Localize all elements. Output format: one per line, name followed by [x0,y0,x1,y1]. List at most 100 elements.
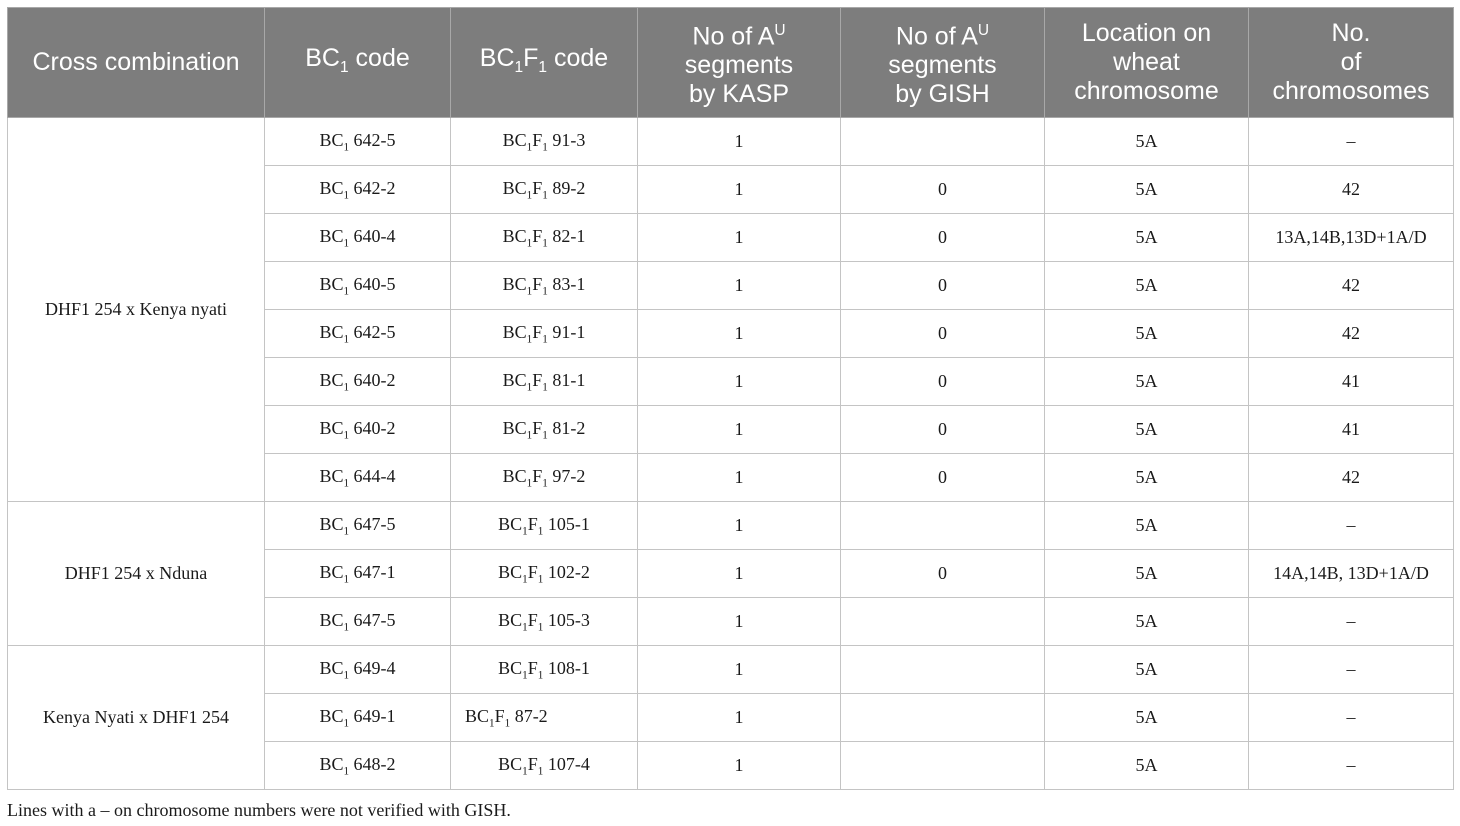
bc1f1-code-cell: BC1F1 82-1 [450,213,638,262]
gish-segments-cell: 0 [840,261,1045,310]
header-text: BC [479,43,515,72]
gish-segments-cell [840,645,1045,694]
f-prefix: F [532,129,543,150]
table-footnote: Lines with a – on chromosome numbers wer… [7,800,511,820]
chromosome-count-cell: 13A,14B,13D+1A/D [1248,213,1454,262]
bc1-code-value: 644-4 [353,465,396,486]
bc1-code-cell: BC1 647-5 [264,501,451,550]
gish-segments-cell: 0 [840,453,1045,502]
bc1f1-code-cell: BC1F1 81-2 [450,405,638,454]
bc-prefix: BC [319,321,344,342]
subscript: 1 [542,333,548,346]
bc1f1-code-value: 97-2 [552,465,586,486]
subscript: 1 [526,237,533,250]
bc1-code-cell: BC1 648-2 [264,741,451,790]
chromosome-count-cell: 42 [1248,453,1454,502]
header-text: BC [305,43,340,72]
bc1f1-code-cell: BC1F1 91-1 [450,309,638,358]
bc-prefix: BC [319,129,344,150]
header-subscript: 1 [538,58,548,76]
bc1f1-code-value: 87-2 [514,705,548,726]
kasp-segments-cell: 1 [637,645,841,694]
subscript: 1 [343,381,350,394]
subscript: 1 [542,285,548,298]
kasp-segments-cell: 1 [637,741,841,790]
chromosome-count-cell: – [1248,597,1454,646]
bc1f1-code-cell: BC1F1 83-1 [450,261,638,310]
subscript: 1 [542,141,548,154]
location-cell: 5A [1044,645,1249,694]
bc1f1-code-value: 102-2 [547,561,590,582]
chromosome-count-cell: – [1248,693,1454,742]
subscript: 1 [343,333,350,346]
subscript: 1 [537,525,544,538]
bc1f1-code-value: 105-1 [547,513,590,534]
subscript: 1 [522,765,528,778]
location-cell: 5A [1044,357,1249,406]
bc1f1-code-value: 105-3 [547,609,590,630]
header-row: Cross combination BC1 code BC1F1 code No… [7,7,1454,118]
bc-prefix: BC [319,177,344,198]
subscript: 1 [526,141,533,154]
f-prefix: F [527,561,538,582]
bc-prefix: BC [498,513,523,534]
gish-segments-cell [840,693,1045,742]
gish-segments-cell: 0 [840,405,1045,454]
chromosome-count-cell: 42 [1248,309,1454,358]
bc1-code-value: 642-2 [353,177,396,198]
f-prefix: F [527,513,538,534]
bc1f1-code-cell: BC1F1 105-3 [450,597,638,646]
bc1-code-value: 640-2 [353,417,396,438]
f-prefix: F [532,321,543,342]
header-bc1-code: BC1 code [264,7,451,118]
location-cell: 5A [1044,213,1249,262]
bc1f1-code-value: 83-1 [552,273,586,294]
kasp-segments-cell: 1 [637,501,841,550]
bc1f1-code-value: 107-4 [547,753,590,774]
bc-prefix: BC [502,177,527,198]
subscript: 1 [343,477,350,490]
subscript: 1 [542,477,548,490]
bc1f1-code-cell: BC1F1 102-2 [450,549,638,598]
bc1-code-cell: BC1 649-1 [264,693,451,742]
bc1-code-value: 649-4 [353,657,396,678]
header-subscript: 1 [514,58,524,76]
subscript: 1 [542,237,548,250]
location-cell: 5A [1044,549,1249,598]
bc-prefix: BC [502,321,527,342]
bc1f1-code-cell: BC1F1 91-3 [450,117,638,166]
subscript: 1 [343,285,350,298]
bc1f1-code-value: 82-1 [552,225,586,246]
bc-prefix: BC [498,609,523,630]
bc-prefix: BC [319,705,344,726]
bc1-code-value: 640-4 [353,225,396,246]
bc1f1-code-cell: BC1F1 105-1 [450,501,638,550]
f-prefix: F [532,177,543,198]
bc-prefix: BC [319,465,344,486]
bc1f1-code-value: 81-1 [552,369,586,390]
chromosome-count-cell: – [1248,645,1454,694]
location-cell: 5A [1044,501,1249,550]
header-bc1f1-code: BC1F1 code [450,7,638,118]
f-prefix: F [532,369,543,390]
bc1f1-code-cell: BC1F1 107-4 [450,741,638,790]
subscript: 1 [526,429,533,442]
header-text: by KASP [688,80,790,109]
bc-prefix: BC [498,561,523,582]
subscript: 1 [343,621,350,634]
chromosome-count-cell: 42 [1248,165,1454,214]
bc-prefix: BC [319,609,344,630]
bc1f1-code-cell: BC1F1 81-1 [450,357,638,406]
bc1-code-value: 649-1 [353,705,396,726]
subscript: 1 [343,573,350,586]
subscript: 1 [542,189,548,202]
results-table: Cross combination BC1 code BC1F1 code No… [7,7,1454,790]
bc1-code-cell: BC1 640-5 [264,261,451,310]
f-prefix: F [527,753,538,774]
